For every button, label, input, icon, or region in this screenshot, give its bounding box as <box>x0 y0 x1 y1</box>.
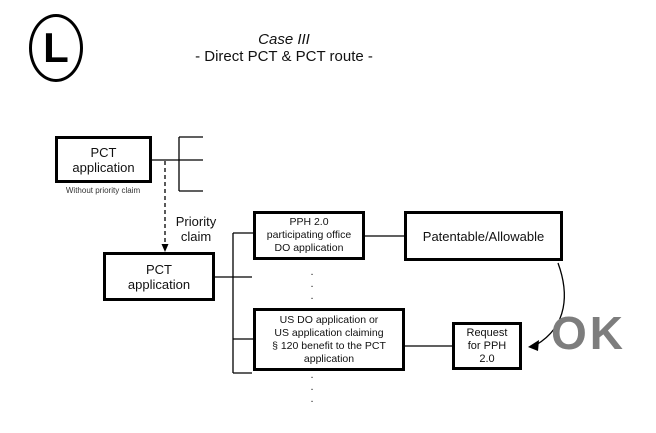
fork-top <box>152 136 203 192</box>
curved-arrow-patentable-to-request <box>535 262 565 346</box>
node-pct-application-top: PCT application <box>55 136 152 183</box>
fork-bottom <box>215 232 253 374</box>
node-patentable-allowable: Patentable/Allowable <box>404 211 563 261</box>
node-pct-application-bottom: PCT application <box>103 252 215 301</box>
curved-arrowhead <box>528 340 539 351</box>
ok-status-text: OK <box>551 307 626 359</box>
page-title: Case III <box>258 31 310 48</box>
priority-claim-arrowhead <box>161 244 169 252</box>
node-pph-participating-office: PPH 2.0 participating office DO applicat… <box>253 211 365 260</box>
node-us-do-application: US DO application or US application clai… <box>253 308 405 371</box>
logo-circle-l: L <box>29 14 83 82</box>
vertical-ellipsis-upper: . . . <box>310 266 314 302</box>
vertical-ellipsis-lower: . . . <box>310 369 314 405</box>
page-subtitle: - Direct PCT & PCT route - <box>195 48 373 65</box>
caption-without-priority-claim: Without priority claim <box>65 186 141 195</box>
label-priority-claim: Priority claim <box>175 214 217 244</box>
node-request-for-pph: Request for PPH 2.0 <box>452 322 522 370</box>
title-block: Case III - Direct PCT & PCT route - <box>149 31 419 65</box>
logo-letter: L <box>43 24 69 71</box>
